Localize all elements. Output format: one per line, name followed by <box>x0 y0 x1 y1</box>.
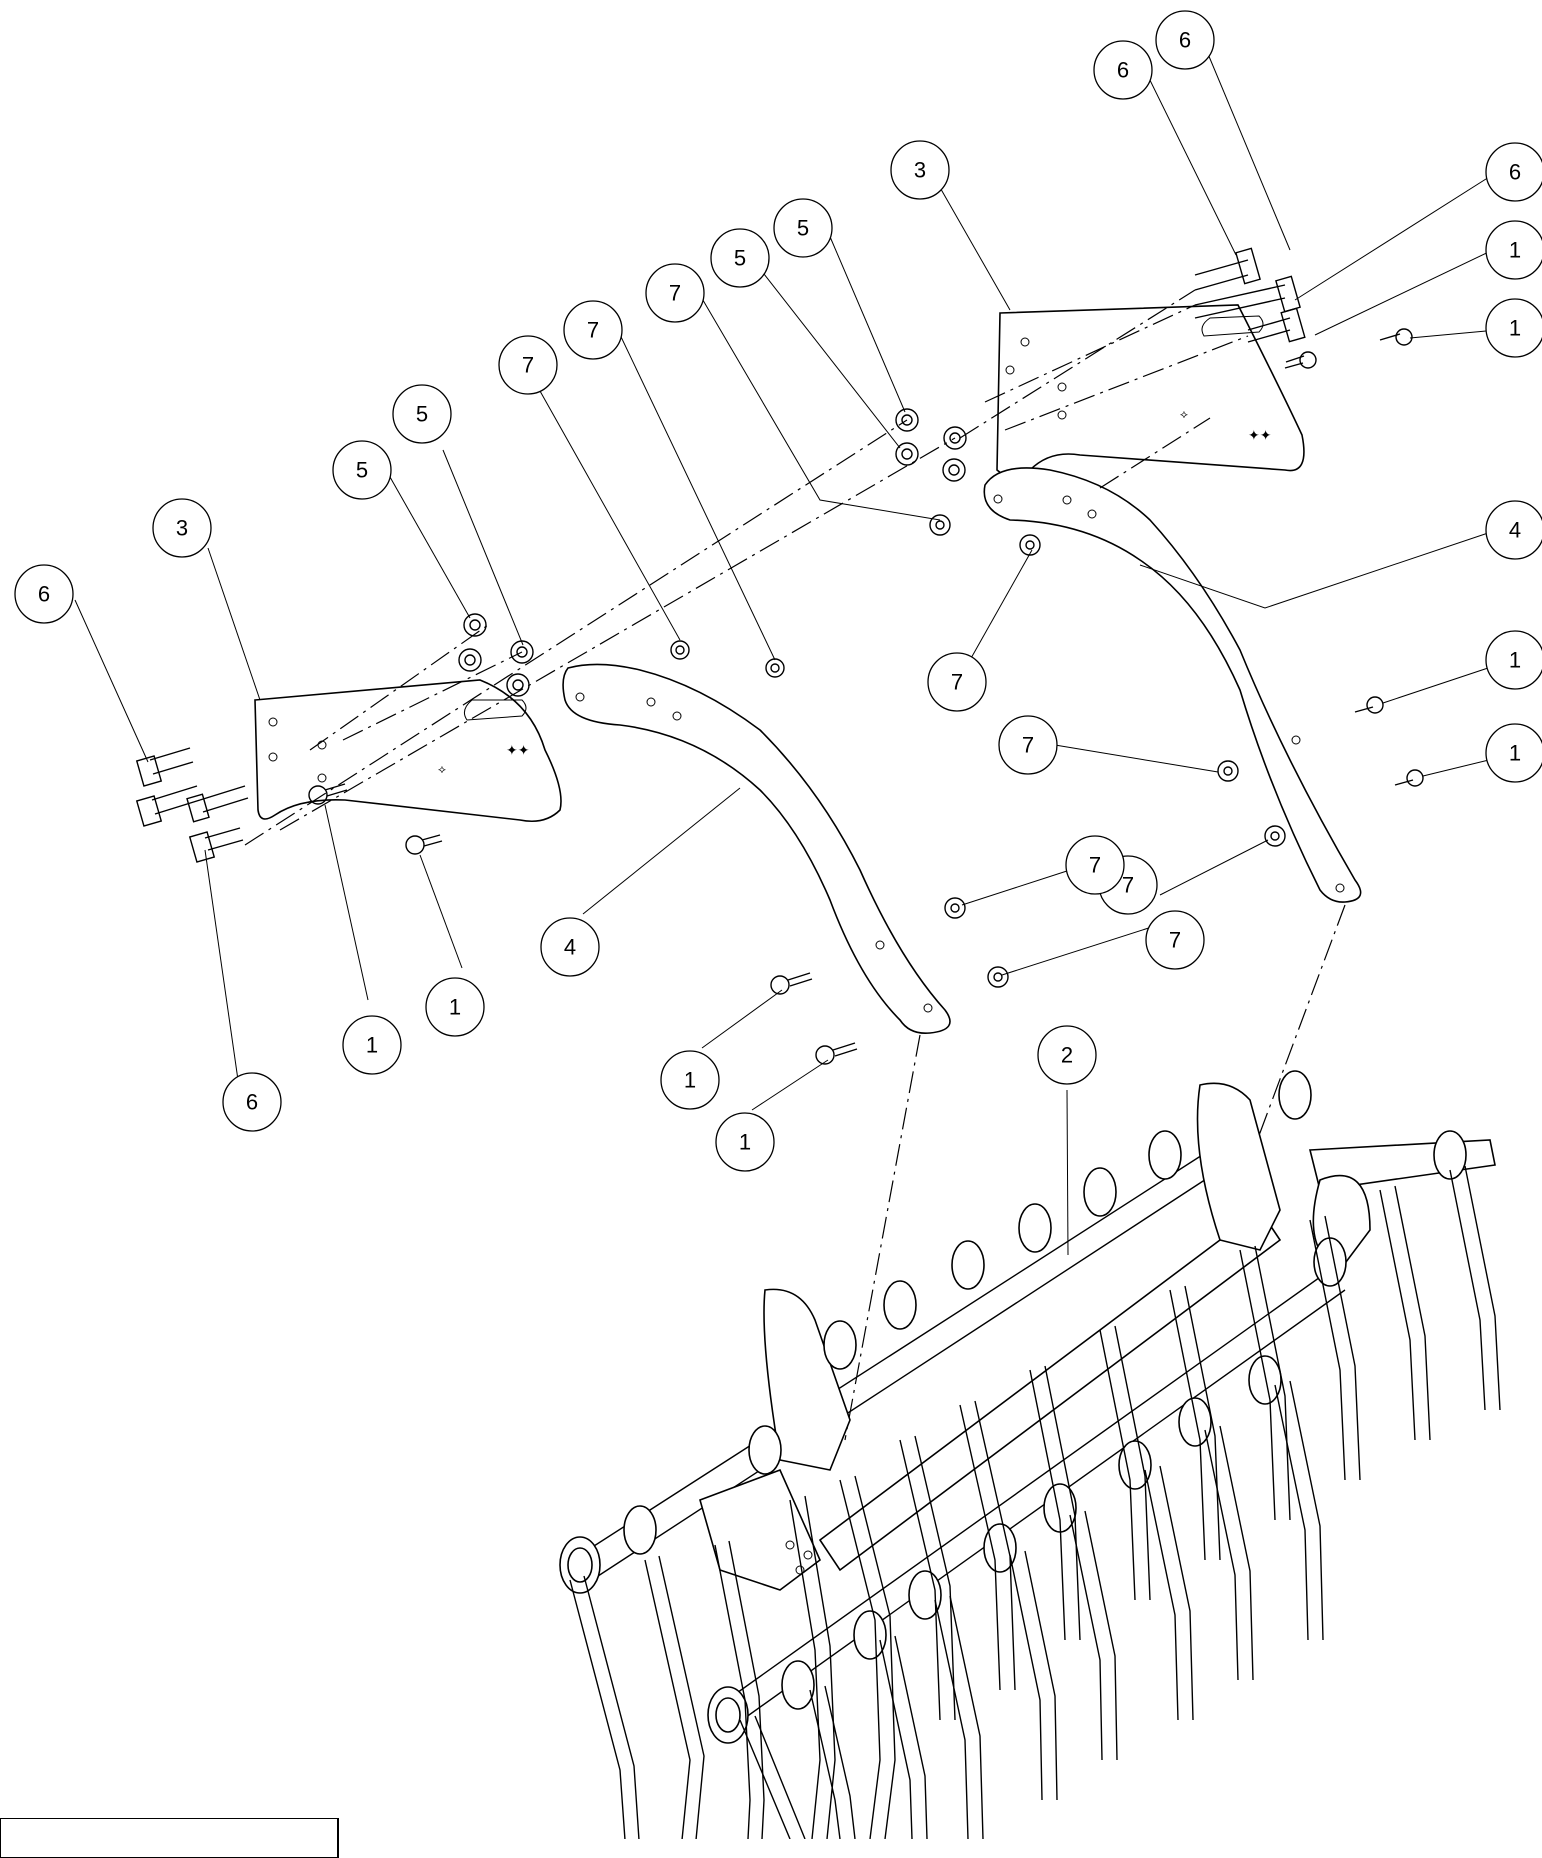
callout-4: 4 <box>540 917 600 977</box>
svg-text:6: 6 <box>1179 28 1191 53</box>
svg-text:7: 7 <box>1122 873 1134 898</box>
left-nuts <box>458 613 1009 988</box>
svg-text:⟡: ⟡ <box>438 762 446 776</box>
left-arm <box>562 663 951 1035</box>
svg-text:5: 5 <box>797 216 809 241</box>
callout-1: 1 <box>1485 220 1542 280</box>
callout-1: 1 <box>425 977 485 1037</box>
callout-7: 7 <box>998 715 1058 775</box>
svg-text:6: 6 <box>1117 58 1129 83</box>
svg-text:7: 7 <box>1169 928 1181 953</box>
callout-5: 5 <box>392 384 452 444</box>
callout-3: 3 <box>152 498 212 558</box>
callout-1: 1 <box>660 1050 720 1110</box>
callout-3: 3 <box>890 140 950 200</box>
svg-text:4: 4 <box>564 935 576 960</box>
svg-text:6: 6 <box>1509 160 1521 185</box>
callout-7: 7 <box>927 652 987 712</box>
left-bolts <box>135 747 249 863</box>
svg-text:7: 7 <box>1089 853 1101 878</box>
svg-text:1: 1 <box>1509 238 1521 263</box>
svg-text:7: 7 <box>951 670 963 695</box>
svg-text:✦✦: ✦✦ <box>1248 427 1272 443</box>
upper-pins <box>1284 328 1424 787</box>
callout-1: 1 <box>1485 723 1542 783</box>
title-block-frame <box>0 1818 339 1858</box>
svg-text:7: 7 <box>669 281 681 306</box>
callout-6: 6 <box>1093 40 1153 100</box>
callout-6: 6 <box>1485 142 1542 202</box>
callout-5: 5 <box>332 440 392 500</box>
svg-text:3: 3 <box>914 158 926 183</box>
svg-text:1: 1 <box>739 1130 751 1155</box>
callout-1: 1 <box>1485 298 1542 358</box>
svg-text:7: 7 <box>522 353 534 378</box>
svg-text:6: 6 <box>38 582 50 607</box>
callout-2: 2 <box>1037 1025 1097 1085</box>
callout-1: 1 <box>1485 630 1542 690</box>
svg-text:✦✦: ✦✦ <box>506 742 530 758</box>
callout-7: 7 <box>1065 835 1125 895</box>
callout-6: 6 <box>1155 10 1215 70</box>
svg-text:3: 3 <box>176 516 188 541</box>
svg-text:1: 1 <box>1509 648 1521 673</box>
callout-6: 6 <box>14 564 74 624</box>
svg-text:1: 1 <box>366 1033 378 1058</box>
callout-1: 1 <box>342 1015 402 1075</box>
svg-text:1: 1 <box>1509 741 1521 766</box>
svg-text:4: 4 <box>1509 518 1521 543</box>
svg-text:5: 5 <box>734 246 746 271</box>
callout-7: 7 <box>563 300 623 360</box>
svg-text:5: 5 <box>416 402 428 427</box>
svg-text:7: 7 <box>1022 733 1034 758</box>
svg-text:1: 1 <box>1509 316 1521 341</box>
callout-7: 7 <box>1145 910 1205 970</box>
svg-text:2: 2 <box>1061 1043 1073 1068</box>
left-pins <box>308 783 858 1065</box>
callout-4: 4 <box>1485 500 1542 560</box>
callout-6: 6 <box>222 1072 282 1132</box>
upper-arm <box>983 467 1362 903</box>
upper-bracket-plate: ⟡ ✦✦ <box>996 304 1305 477</box>
upper-nuts <box>895 408 1286 847</box>
callout-1: 1 <box>715 1112 775 1172</box>
svg-text:1: 1 <box>449 995 461 1020</box>
svg-text:1: 1 <box>684 1068 696 1093</box>
roller-tine-assembly <box>559 1070 1501 1839</box>
callout-5: 5 <box>710 228 770 288</box>
upper-bolts <box>1194 247 1306 343</box>
callout-7: 7 <box>645 263 705 323</box>
alignment-lines <box>244 289 1346 1441</box>
callout-7: 7 <box>498 335 558 395</box>
svg-text:⟡: ⟡ <box>1180 407 1188 421</box>
left-bracket-plate: ⟡ ✦✦ <box>254 679 562 823</box>
leader-lines <box>74 41 1498 1256</box>
svg-text:7: 7 <box>587 318 599 343</box>
svg-text:5: 5 <box>356 458 368 483</box>
callout-5: 5 <box>773 198 833 258</box>
svg-text:6: 6 <box>246 1090 258 1115</box>
